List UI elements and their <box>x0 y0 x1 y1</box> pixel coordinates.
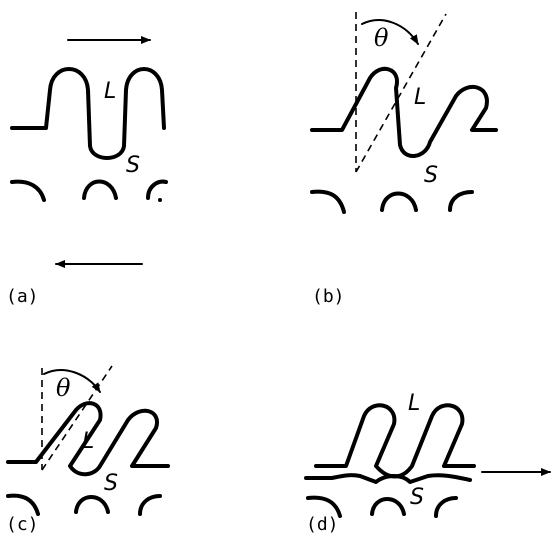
substrate-arc-2 <box>82 179 118 200</box>
substrate-arc-2 <box>370 497 406 516</box>
label-l: L <box>408 391 420 416</box>
substrate-arc-3 <box>448 190 474 212</box>
caption-a: (a) <box>6 286 39 307</box>
upper-layer-wave <box>310 66 498 158</box>
caption-d: (d) <box>306 514 339 535</box>
panel-b: θ L S (b) <box>310 12 498 307</box>
substrate-layer-line <box>304 473 472 484</box>
label-s: S <box>410 485 424 510</box>
label-s: S <box>126 153 140 178</box>
tilted-axis-line <box>355 13 447 173</box>
substrate-arc-1 <box>306 495 342 518</box>
label-l: L <box>414 85 426 110</box>
small-dot <box>158 198 162 202</box>
label-l: L <box>104 79 116 104</box>
substrate-arc-3 <box>146 179 168 200</box>
substrate-arc-1 <box>10 179 46 202</box>
panel-a: L S (a) <box>6 36 168 307</box>
angle-arc <box>43 369 101 393</box>
panel-d: L S (d) <box>304 391 551 535</box>
panel-c: θ L S (c) <box>6 365 170 535</box>
angle-theta: θ <box>56 374 71 402</box>
angle-arc <box>361 19 419 45</box>
angle-theta: θ <box>374 24 389 52</box>
caption-c: (c) <box>6 514 39 535</box>
upper-layer-lobes <box>314 403 476 479</box>
label-s: S <box>424 163 438 188</box>
upper-layer-wave <box>6 401 170 477</box>
label-s: S <box>104 471 118 496</box>
caption-b: (b) <box>312 286 345 307</box>
substrate-arc-3 <box>434 496 458 518</box>
substrate-arc-2 <box>380 191 418 212</box>
substrate-arc-2 <box>74 495 110 514</box>
substrate-arc-3 <box>138 494 162 516</box>
substrate-arc-1 <box>310 189 346 214</box>
tilted-axis-line <box>41 365 113 471</box>
label-l: L <box>82 429 94 454</box>
upper-layer-wave <box>10 67 166 160</box>
substrate-arc-1 <box>6 493 40 516</box>
